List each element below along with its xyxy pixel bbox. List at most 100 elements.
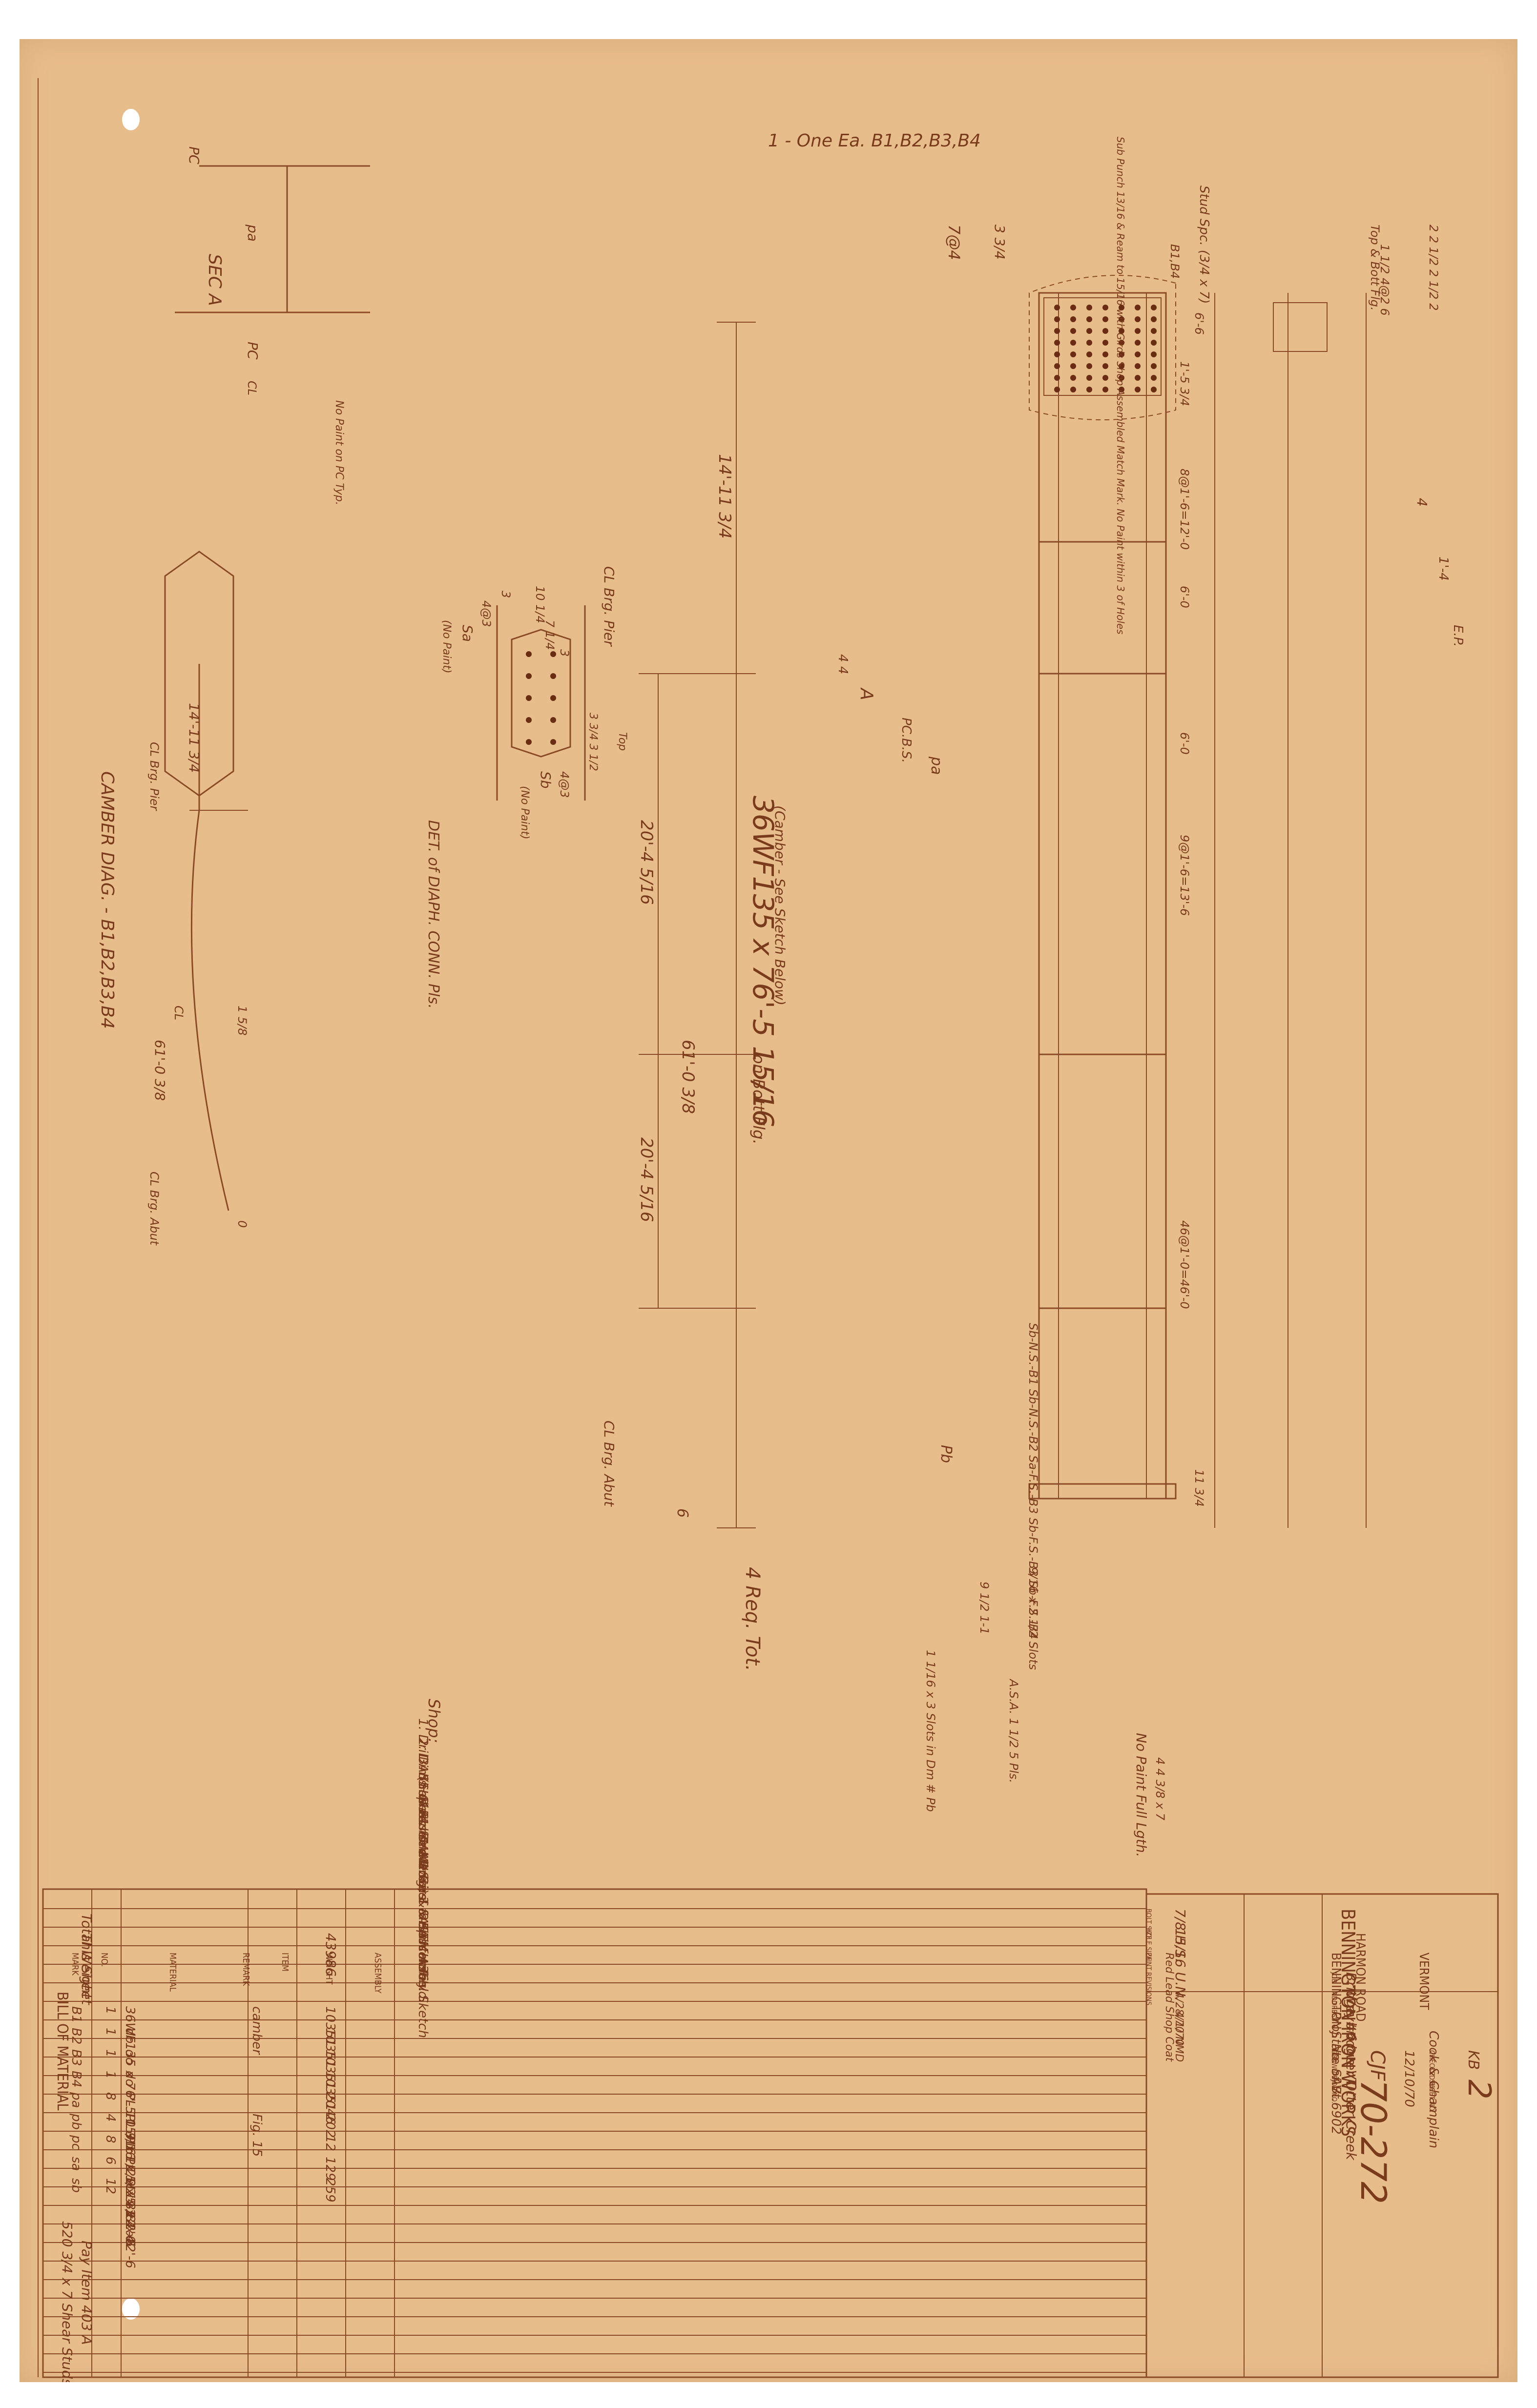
bom-cell-no: 8: [103, 2092, 118, 2100]
splice-bolt-group: [1043, 297, 1162, 396]
diaphragm-sa-no-paint: (No Paint): [440, 620, 453, 674]
bolt-hole: [1102, 351, 1108, 357]
notes-heading: Shop:: [425, 1699, 443, 1743]
note-6: 4. See Dwg. 3 for Assembly Sketch: [415, 1816, 430, 2038]
bolt-hole: [1102, 387, 1108, 392]
bolt-hole: [1151, 305, 1157, 310]
bom-cell-no: 1: [103, 2028, 118, 2036]
bom-cell-material: 36WF135 x 76'-5 15/16: [123, 2006, 137, 2155]
dim-span-mid2: 20'-4 5/16: [637, 1137, 656, 1222]
stud-seg-9: 11 3/4: [1192, 1469, 1206, 1507]
bom-cell-material: PL 5 x 4 x 2'-6: [123, 2157, 137, 2247]
note-3: 3. Shop Assemble Girs. & Splicers: [415, 1757, 430, 1972]
address-value: Weybridge VT.: [1343, 1992, 1359, 2090]
bolt-hole: [1119, 305, 1124, 310]
bom-cell-material: do: [123, 2071, 137, 2086]
diaphragm-bolt-hole: [550, 651, 556, 657]
bolt-hole: [1151, 387, 1157, 392]
shop-bolt-note: Sub Punch 13/16 & Ream to 15/16 with Gir…: [1115, 137, 1126, 635]
bolt-size: 7/8 H.S.: [1172, 1909, 1188, 1963]
camber-left: 14'-11 3/4: [186, 703, 202, 773]
bom-title: BILL OF MATERIAL: [54, 1992, 71, 2111]
section-a-no-paint: No Paint on PC Typ.: [333, 400, 345, 505]
bolt-hole: [1070, 387, 1076, 392]
stud-seg-1: B1,B4: [1168, 244, 1182, 279]
label-one-four: 1'-4: [1436, 556, 1451, 581]
bom-cell-mark: B1: [69, 2006, 83, 2023]
bolt-hole: [1102, 340, 1108, 346]
bolt-hole: [1086, 375, 1092, 381]
bolt-hole: [1070, 328, 1076, 334]
stud-group-note: Sb-N.S.-B1 Sb-N.S.-B2 Sa-F.S.-B3 Sb-F.S.…: [1026, 1323, 1040, 1639]
label-studs-end2: 1 1/16 x 3 Slots in Dm # Pb: [924, 1650, 937, 1812]
bom-header-item: ITEM: [280, 1953, 290, 1972]
bom-cell-material: do: [123, 2049, 137, 2065]
dim-end: 6: [674, 1508, 691, 1518]
stud-seg-5: 6'-0: [1178, 586, 1191, 608]
dim-span-mid1: 20'-4 5/16: [637, 820, 656, 905]
diaphragm-bolt-hole: [550, 695, 556, 701]
label-pa-main: pa: [928, 756, 945, 775]
bolt-hole: [1054, 375, 1060, 381]
bom-cell-no: 1: [103, 2006, 118, 2015]
company-street: HARMON ROAD: [1353, 1933, 1368, 2022]
job-value: Bridge #6 over Otter Creek: [1343, 1972, 1359, 2161]
bom-header-assembly: ASSEMBLY: [373, 1953, 383, 1994]
bolt-hole: [1086, 316, 1092, 322]
checked-label: CHECKED BY: [1428, 2050, 1435, 2090]
required-total: 4 Req. Tot.: [741, 1567, 764, 1671]
bolt-hole: [1135, 363, 1141, 369]
bolt-hole: [1119, 363, 1124, 369]
bolt-hole: [1070, 316, 1076, 322]
sheet-label: SHEET NO.: [1428, 2079, 1435, 2113]
diaphragm-dims-side: 3 3/4 3 1/2: [587, 713, 599, 771]
bom-header-no: NO.: [99, 1953, 109, 1967]
bolt-hole: [1070, 363, 1076, 369]
note-4: (See E1 for Marks) & Ream Holes.: [415, 1777, 430, 1992]
bom-cell-no: 1: [103, 2049, 118, 2058]
label-flange-dims: 1 1/2 4@2 6: [1378, 244, 1392, 316]
shop-drawing: 1 - One Ea. B1,B2,B3,B4 36WF135 x 76'-5 …: [38, 78, 1499, 2386]
bolt-hole: [1054, 328, 1060, 334]
diaphragm-sb: Sb: [538, 771, 554, 789]
bolt-hole: [1135, 340, 1141, 346]
bolt-hole: [1086, 305, 1092, 310]
label-no-paint-dims: 4 4 3/8 x 7: [1153, 1757, 1167, 1821]
bolt-hole: [1151, 363, 1157, 369]
camber-curve: [190, 664, 229, 1211]
camber-cl: CL: [172, 1006, 186, 1020]
bom-total-weight: 43986: [323, 1933, 339, 1976]
project-value: Proj. No. SAB. 6902: [1329, 2011, 1343, 2135]
paint-value: Red Lead Shop Coat: [1163, 1953, 1175, 2062]
bom-cell-weight: 12: [323, 2135, 337, 2151]
bolt-hole: [1086, 351, 1092, 357]
revision-1: 4/28/70 NMD: [1173, 1992, 1185, 2062]
bolt-size-label: BOLT SIZE: [1144, 1909, 1152, 1939]
dim-span-left: 14'-11 3/4: [715, 454, 734, 539]
bom-cell-mark: B3: [69, 2049, 83, 2066]
diaphragm-dims-10: 10 1/4: [533, 586, 547, 623]
member-designation: 36WF135 x 76'-5 15/16: [747, 796, 780, 1128]
bom-cell-mark: sb: [69, 2178, 83, 2193]
bolt-hole: [1054, 351, 1060, 357]
bolt-hole: [1151, 340, 1157, 346]
bom-cell-weight: 259: [323, 2178, 337, 2202]
bom-cell-weight: 2046: [323, 2092, 337, 2124]
bolt-hole: [1054, 363, 1060, 369]
label-bearing-pier: CL Brg. Pier: [601, 566, 617, 647]
bom-cell-remark: Fig. 15: [249, 2114, 264, 2157]
member-suffix: on Bott Flg.: [749, 1054, 768, 1145]
bolt-hole: [1054, 340, 1060, 346]
job-number: 70-272: [1353, 2079, 1394, 2204]
section-a-pc2: PC: [245, 342, 261, 360]
drawing-text: 1 - One Ea. B1,B2,B3,B4 36WF135 x 76'-5 …: [54, 131, 1497, 2386]
bom-total-label: Total Weight: [79, 1914, 95, 1999]
bom-cell-material: PL 1 1/2 x 3/8 x 8: [123, 2135, 137, 2246]
camber-pier: CL Brg. Pier: [147, 742, 161, 811]
bom-cell-no: 12: [103, 2178, 118, 2194]
bolt-hole: [1070, 305, 1076, 310]
bom-header-weight: WEIGHT: [324, 1953, 334, 1985]
bom-header-mark: MARK: [70, 1953, 80, 1976]
camber-title: CAMBER DIAG. - B1,B2,B3,B4: [97, 771, 117, 1029]
section-a-cl: CL: [245, 381, 259, 395]
